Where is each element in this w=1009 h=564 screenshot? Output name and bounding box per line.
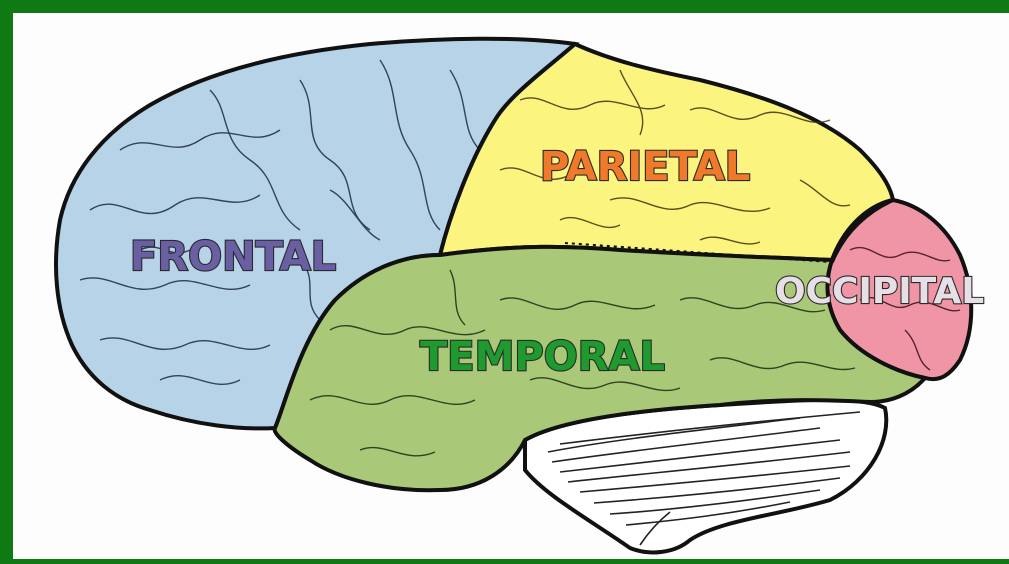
frontal-label: FRONTAL (130, 234, 336, 280)
parietal-label: PARIETAL (540, 144, 750, 190)
temporal-label: TEMPORAL (420, 334, 665, 380)
occipital-label: OCCIPITAL (775, 271, 984, 312)
